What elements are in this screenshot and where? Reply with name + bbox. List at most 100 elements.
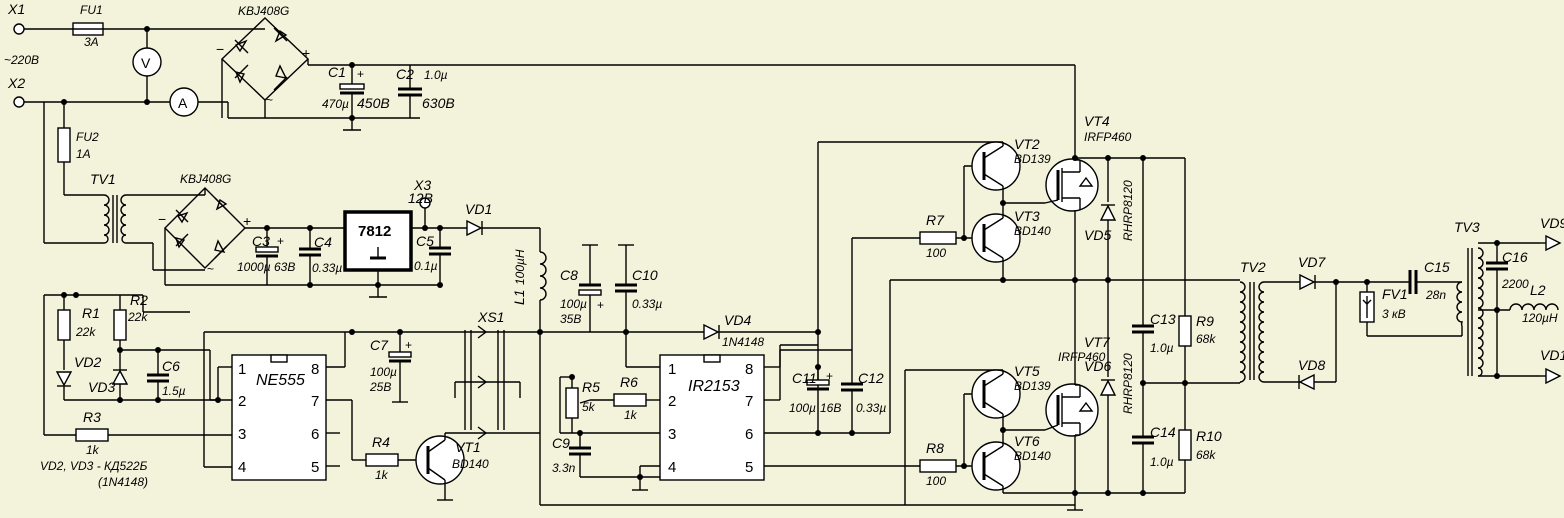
r9-value: 68k [1196,332,1216,346]
l1-value: 100µH [513,249,527,285]
r10-label: R10 [1196,428,1222,444]
r7-value: 100 [926,246,946,260]
fu1-value: 3A [84,35,99,49]
bridge2-icon [164,187,246,269]
r4-value: 1k [375,468,389,482]
r2-value: 22k [127,310,148,324]
x1-terminal[interactable] [13,23,25,35]
x2-label: X2 [7,75,25,91]
c8-value: 100µ [560,297,587,311]
r10-value: 68k [1196,448,1216,462]
r7-resistor [919,231,957,245]
vt7-value: IRFP460 [1058,350,1106,364]
x3-value: 12B [408,190,433,206]
tv1-transformer-icon [103,194,127,244]
l2-label: L2 [1530,282,1546,298]
r5-value: 5k [582,400,596,414]
c14-value: 1.0µ [1150,455,1174,469]
c9-value: 3.3n [552,461,576,475]
vt2-label: VT2 [1014,136,1040,152]
l2-inductor [1509,303,1559,311]
c6-label: C6 [162,358,180,374]
r5-resistor [565,387,579,419]
c4-value: 0.33µ [312,261,342,275]
c8-label: C8 [560,267,578,283]
c15-label: C15 [1424,259,1450,275]
c4-label: C4 [314,234,332,250]
tv3-label: TV3 [1454,219,1480,235]
c3-voltage: 63B [274,260,295,274]
mains-section: X1 ~220В FU1 3A X2 V A KBJ408G − + ~ C1 … [4,1,1075,131]
x2-terminal[interactable] [13,96,25,108]
ir2153-pin-6: 6 [745,426,753,443]
c12-value: 0.33µ [856,401,886,415]
svg-text:−: − [216,41,224,57]
ir2153-pin-1: 1 [668,361,676,378]
vt3-transistor [971,213,1021,263]
bridge1-label: KBJ408G [238,4,289,18]
vt6-transistor [971,441,1021,491]
ir2153-chip [659,354,765,481]
ne555-label: NE555 [256,372,305,389]
r10-resistor [1178,429,1192,461]
x3-label: X3 [413,177,431,193]
c13-value: 1.0µ [1150,341,1174,355]
c7-voltage: 25B [369,380,391,394]
c16-value: 2200 [1501,277,1529,291]
fv1-label: FV1 [1382,286,1408,302]
ne555-pin-8: 8 [311,361,319,378]
r8-resistor [919,459,957,473]
c2-label: C2 [396,66,414,82]
svg-text:~: ~ [207,262,214,276]
vt2-value: BD139 [1014,152,1051,166]
vt1-value: BD140 [452,457,489,471]
c8-voltage: 35B [560,312,581,326]
regulator-label: 7812 [358,223,391,240]
tv1-label: TV1 [90,171,116,187]
ne555-pin-6: 6 [311,426,319,443]
vd4-diode [703,323,720,341]
ne555-pin-7: 7 [311,393,319,410]
ne555-section: R1 22k R2 22k VD2 VD3 C6 1.5µ R3 1k VD2,… [40,292,540,501]
r9-label: R9 [1196,313,1214,329]
fv1-value: 3 кВ [1382,307,1406,321]
vd9-diode [1545,234,1562,252]
c15-value: 28n [1425,288,1446,302]
tv2-primary [1239,281,1246,383]
ne555-pin-3: 3 [238,426,246,443]
c1-value: 470µ [322,97,349,111]
r7-label: R7 [926,212,945,228]
r2-resistor [113,309,127,341]
r3-resistor [75,428,109,442]
r6-resistor [613,393,647,407]
r3-label: R3 [83,409,101,425]
svg-text:+: + [826,369,833,383]
vd5-type: RHRP8120 [1121,180,1135,241]
c10-label: C10 [632,267,658,283]
ir2153-label: IR2153 [688,378,740,395]
vd6-type: RHRP8120 [1121,353,1135,414]
vd3-label: VD3 [88,379,115,395]
output-section: TV2 VD7 VD8 FV1 3 кВ C15 28n TV3 C16 220… [1220,215,1564,391]
ne555-pin-4: 4 [238,459,246,476]
tv3-secondary [1477,247,1484,377]
r8-label: R8 [926,440,944,456]
vd4-value: 1N4148 [722,335,764,349]
vd1-label: VD1 [465,201,492,217]
r8-value: 100 [926,474,946,488]
vt4-mosfet [1045,158,1099,212]
xs1-connector [454,325,540,440]
c10-value: 0.33µ [632,297,662,311]
ir2153-pin-2: 2 [668,393,676,410]
voltmeter-symbol: V [141,55,151,71]
vd8-label: VD8 [1298,357,1325,373]
svg-text:+: + [597,298,604,312]
vt6-label: VT6 [1014,433,1040,449]
c14-label: C14 [1150,424,1176,440]
r1-value: 22k [75,325,96,339]
x1-label: X1 [7,1,25,17]
ir2153-pin-7: 7 [745,393,753,410]
svg-text:+: + [302,45,310,61]
vd4-label: VD4 [724,312,751,328]
